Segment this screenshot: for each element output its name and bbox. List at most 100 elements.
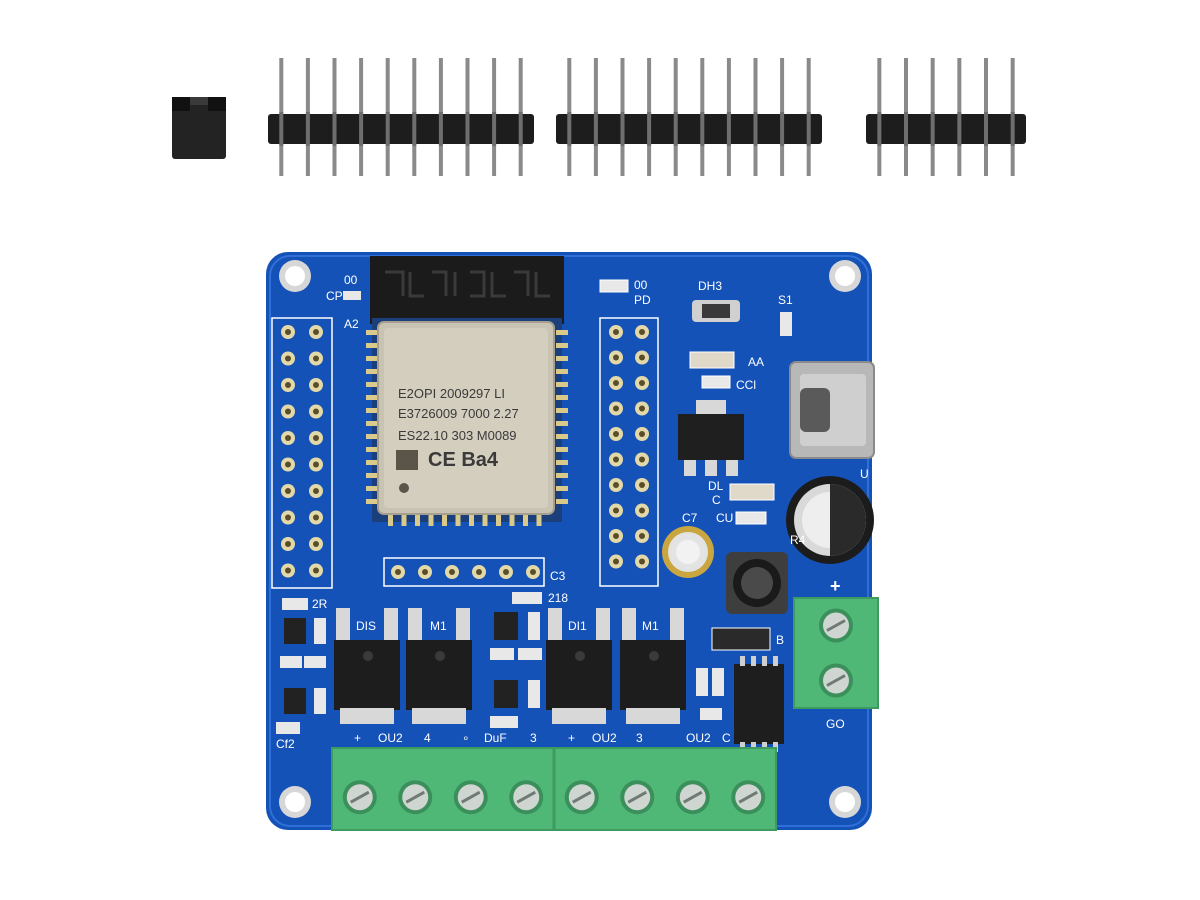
module-qr-mark — [396, 450, 418, 470]
pad-hole — [285, 435, 291, 441]
module-pin — [366, 330, 378, 335]
terminal-labels: + OU2 4 ∘ DuF 3 + OU2 3 OU2 C — [354, 731, 731, 745]
silk-label: U — [860, 467, 869, 481]
power-inductor — [726, 552, 788, 614]
header-pads-left — [281, 325, 323, 578]
module-pin — [366, 408, 378, 413]
module-pin — [366, 343, 378, 348]
smd-transistor — [494, 680, 518, 708]
smd-resistor — [314, 688, 326, 714]
smd-resistor — [304, 656, 326, 668]
pad-hole — [639, 456, 645, 463]
module-pin — [442, 512, 447, 526]
mosfet-lead — [622, 608, 636, 644]
output-screw-terminals[interactable] — [331, 747, 777, 831]
silk-label: 00 — [344, 273, 358, 287]
terminal-label: + — [354, 731, 361, 745]
module-pin — [401, 512, 407, 526]
silk-label: C3 — [550, 569, 566, 583]
driver-ic — [734, 656, 784, 752]
pad-hole — [313, 435, 319, 441]
screw-slot — [516, 790, 536, 804]
header-pin-stub — [359, 112, 364, 146]
terminal-label: DuF — [484, 731, 507, 745]
pad-hole — [313, 355, 319, 362]
pad-hole — [639, 405, 645, 412]
header-pin-stub — [673, 112, 678, 146]
power-screw-terminal[interactable] — [793, 597, 879, 709]
mosfet-body — [406, 640, 472, 710]
pad-hole — [313, 329, 319, 335]
header-outline-right — [599, 317, 659, 587]
header-outline-left — [271, 317, 333, 589]
module-pin — [556, 395, 568, 400]
module-pin — [366, 382, 378, 387]
silk-label: DH3 — [698, 279, 722, 293]
module-pin1-dot — [399, 483, 409, 493]
usb-c-connector[interactable] — [789, 361, 875, 459]
smd-resistor — [280, 656, 302, 668]
smd-transistor — [494, 612, 518, 640]
module-pin — [428, 512, 434, 526]
mosfet-row — [334, 608, 686, 724]
mosfet-tab — [340, 708, 394, 724]
header-pin-stub — [465, 112, 470, 146]
module-pin — [556, 499, 568, 504]
smd-resistor — [512, 592, 542, 604]
header-pin-stub — [877, 112, 882, 146]
mosfet-lead — [408, 608, 422, 644]
header-pin-stub — [957, 112, 962, 146]
mounting-hole — [829, 260, 861, 292]
mosfet-lead — [384, 608, 398, 644]
pad-hole — [285, 541, 291, 547]
smd-resistor — [528, 612, 540, 640]
silk-label: CU — [716, 511, 733, 525]
smd-capacitor — [701, 375, 731, 389]
pad-hole — [422, 569, 428, 575]
module-pin — [455, 512, 461, 526]
pad-hole — [639, 431, 645, 437]
jumper-cap — [172, 97, 226, 159]
smd-resistor — [689, 351, 735, 369]
pad-hole — [313, 567, 319, 574]
smd-resistor — [490, 716, 518, 728]
smd-capacitor — [735, 511, 767, 525]
ic-leg — [762, 656, 767, 666]
screw-slot — [627, 790, 647, 804]
smd-resistor — [780, 312, 792, 336]
smd-capacitor — [700, 708, 722, 720]
module-pin — [556, 460, 568, 465]
silk-plus: + — [830, 576, 841, 596]
header-pin-stub — [806, 112, 811, 146]
header-outline-bottom — [383, 557, 545, 587]
mounting-hole — [279, 260, 311, 292]
smd-resistor — [276, 722, 300, 734]
screw-slot — [826, 674, 846, 687]
pad-hole — [613, 354, 619, 361]
smd-transistor — [284, 618, 306, 644]
silk-label: R4 — [790, 533, 806, 547]
module-pin — [556, 473, 568, 478]
module-pin — [509, 512, 515, 526]
mosfet-lead — [456, 608, 470, 644]
pad-hole — [285, 382, 291, 388]
header-pin-stub — [930, 112, 935, 146]
smd-led — [599, 279, 629, 293]
silk-label: S1 — [778, 293, 793, 307]
ic-leg — [740, 656, 745, 666]
module-cert-marks: CE Ba4 — [428, 449, 499, 471]
screw-slot — [461, 790, 481, 804]
pad-hole — [613, 329, 619, 335]
header-pads-bottom — [391, 565, 540, 579]
terminal-label: 3 — [636, 731, 643, 745]
smd-resistor — [696, 668, 708, 696]
pin-header-strip — [268, 58, 534, 176]
silk-label: PD — [634, 293, 651, 307]
module-pin — [366, 434, 378, 439]
header-pin-stub — [1010, 112, 1015, 146]
header-pin-stub — [620, 112, 625, 146]
silk-label: M1 — [642, 619, 659, 633]
screw-slot — [826, 619, 846, 632]
module-marking-line-3: ES22.10 303 M0089 — [398, 428, 517, 443]
